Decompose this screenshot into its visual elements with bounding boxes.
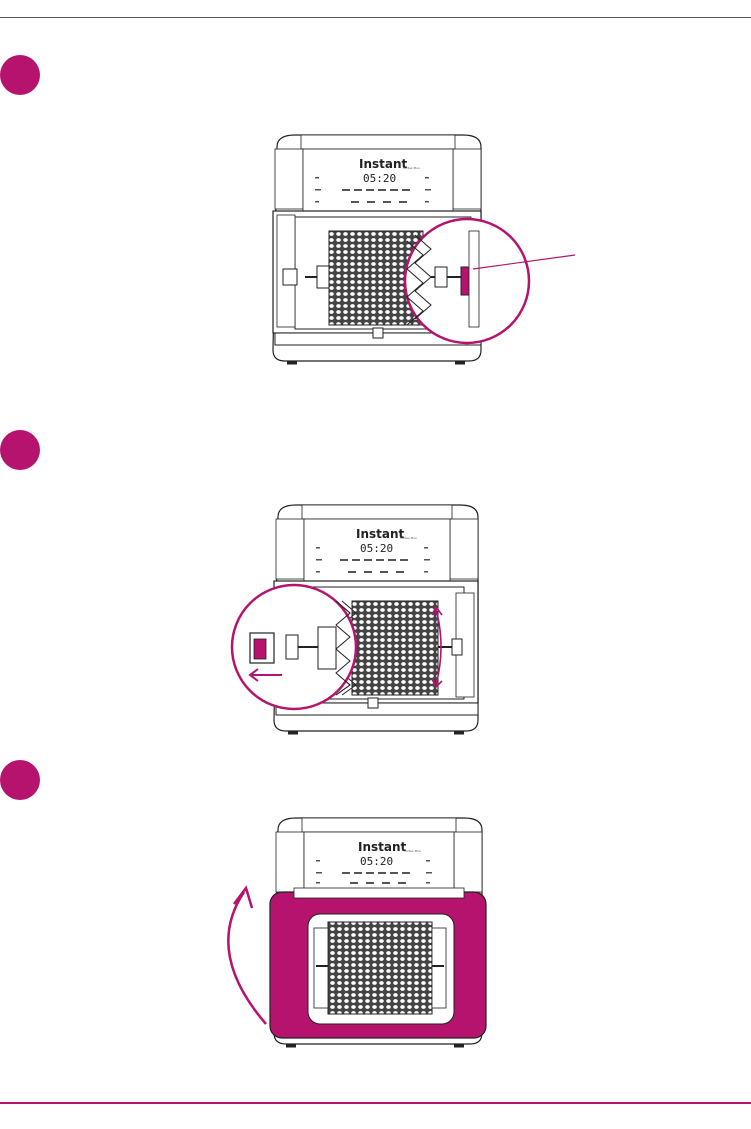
rotisserie-basket: [335, 600, 463, 696]
callout-line: [472, 254, 576, 270]
program-buttons: [316, 860, 432, 884]
brand-logo: Instant: [358, 840, 407, 854]
model-name: Vortex Plus: [404, 849, 421, 853]
control-panel: Instant Vortex Plus 05:20: [303, 518, 451, 582]
step-2-badge: [0, 430, 40, 470]
step-1-badge: [0, 55, 40, 95]
rotation-arrow-icon: [435, 608, 442, 686]
footer-rule: [0, 1102, 751, 1104]
brand-logo: Instant: [356, 527, 405, 541]
model-name: Vortex Plus: [400, 536, 417, 540]
control-panel: Instant Vortex Plus 05:20: [302, 148, 454, 212]
program-buttons: [316, 547, 430, 573]
model-name: Vortex Plus: [403, 166, 420, 170]
rotisserie-basket: [313, 921, 447, 1015]
step-2-illustration: Instant Vortex Plus 05:20: [230, 504, 492, 745]
step-1-illustration: Instant Vortex Plus 05:20: [265, 134, 585, 375]
brand-logo: Instant: [359, 157, 408, 171]
program-buttons: [315, 177, 431, 203]
display-time: 05:20: [360, 542, 393, 555]
step-3-illustration: Instant Vortex Plus 05:20: [210, 817, 500, 1053]
control-panel: Instant Vortex Plus 05:20: [303, 831, 455, 893]
magnifier-lock-detail: [403, 217, 576, 345]
header-rule: [0, 17, 751, 18]
step-3-badge: [0, 760, 40, 800]
display-time: 05:20: [363, 172, 396, 185]
door-open-arrow-icon: [227, 885, 267, 1025]
magnifier-lock-detail: [230, 583, 358, 711]
display-time: 05:20: [360, 855, 393, 868]
